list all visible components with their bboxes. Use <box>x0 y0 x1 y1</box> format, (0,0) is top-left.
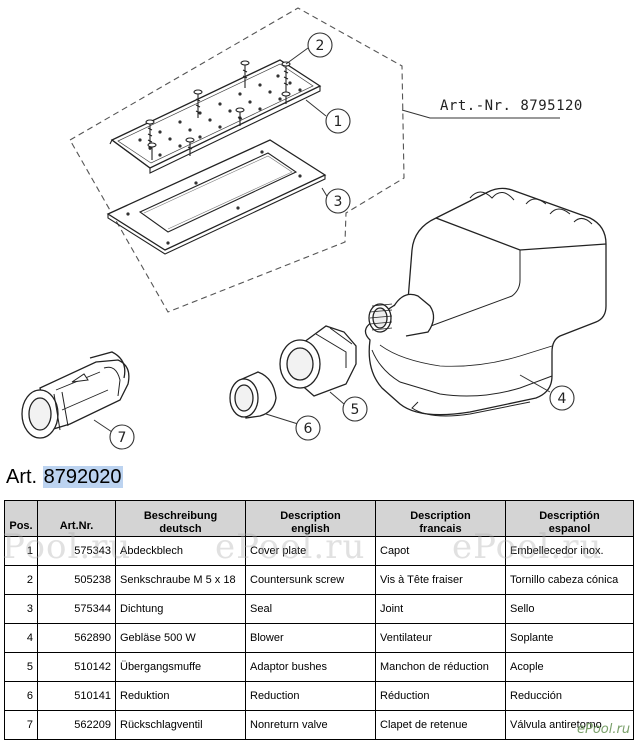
header-deutsch-line1: Beschreibung <box>143 510 218 522</box>
blower-unit <box>364 187 607 417</box>
callout-circle-7 <box>109 424 135 450</box>
header-espanol-line1: Descriptión <box>539 510 600 522</box>
nonreturn-valve <box>21 351 130 439</box>
exploded-parts-drawing: Art.-Nr. 8795120 2 1 <box>21 7 607 450</box>
table-row: 4 562890 Gebläse 500 W Blower Ventilateu… <box>4 623 634 653</box>
cell-francais: Manchon de réduction <box>375 652 506 682</box>
callout-6: 6 <box>304 421 313 437</box>
header-english-line2: english <box>291 523 330 535</box>
cell-espanol: Sello <box>505 594 634 624</box>
cell-english: Adaptor bushes <box>245 652 376 682</box>
callout-3: 3 <box>334 194 343 210</box>
cell-espanol: Soplante <box>505 623 634 653</box>
callout-7: 7 <box>118 430 127 446</box>
cell-artnr: 562209 <box>37 710 116 740</box>
header-francais-line1: Description <box>410 510 471 522</box>
table-row: 5 510142 Übergangsmuffe Adaptor bushes M… <box>4 652 634 682</box>
callout-circle-4 <box>549 385 575 411</box>
kit-boundary-dashed <box>69 7 405 313</box>
reduction-fitting <box>229 371 277 419</box>
cell-english: Seal <box>245 594 376 624</box>
cell-francais: Joint <box>375 594 506 624</box>
cell-deutsch: Rückschlagventil <box>115 710 246 740</box>
header-francais-line2: francais <box>419 523 462 535</box>
cell-english: Reduction <box>245 681 376 711</box>
callout-4: 4 <box>558 391 567 407</box>
adaptor-bush <box>279 325 357 397</box>
cell-francais: Réduction <box>375 681 506 711</box>
article-heading: Art. 8792020 <box>6 464 123 490</box>
art-ref-label: Art.-Nr. 8795120 <box>440 98 583 114</box>
cell-francais: Capot <box>375 536 506 566</box>
cell-deutsch: Reduktion <box>115 681 246 711</box>
callout-1: 1 <box>334 114 343 130</box>
table-row: 6 510141 Reduktion Reduction Réduction R… <box>4 681 634 711</box>
cell-artnr: 575344 <box>37 594 116 624</box>
header-english-line1: Description <box>280 510 341 522</box>
cell-artnr: 510141 <box>37 681 116 711</box>
callout-circle-2 <box>307 32 333 58</box>
cell-english: Nonreturn valve <box>245 710 376 740</box>
cell-english: Blower <box>245 623 376 653</box>
epool-logo: ePool.ru <box>577 722 631 737</box>
countersunk-screws <box>145 60 291 160</box>
cell-deutsch: Übergangsmuffe <box>115 652 246 682</box>
cell-pos: 2 <box>4 565 38 595</box>
header-espanol-line2: espanol <box>548 523 591 535</box>
callout-circle-1 <box>325 108 351 134</box>
cell-pos: 7 <box>4 710 38 740</box>
cell-deutsch: Gebläse 500 W <box>115 623 246 653</box>
cell-pos: 6 <box>4 681 38 711</box>
cell-english: Countersunk screw <box>245 565 376 595</box>
cell-pos: 1 <box>4 536 38 566</box>
cell-deutsch: Abdeckblech <box>115 536 246 566</box>
seal-gasket <box>106 139 327 255</box>
table-row: 3 575344 Dichtung Seal Joint Sello <box>4 594 634 624</box>
cell-espanol: Embellecedor inox. <box>505 536 634 566</box>
header-deutsch-line2: deutsch <box>159 523 202 535</box>
cell-espanol: Tornillo cabeza cónica <box>505 565 634 595</box>
header-artnr: Art.Nr. <box>37 500 116 537</box>
header-pos: Pos. <box>4 500 38 537</box>
cell-artnr: 505238 <box>37 565 116 595</box>
callout-circle-3 <box>325 188 351 214</box>
cell-espanol: Reducción <box>505 681 634 711</box>
callout-circle-5 <box>342 396 368 422</box>
cell-pos: 3 <box>4 594 38 624</box>
art-ref-leader <box>401 109 560 119</box>
cell-espanol: Acople <box>505 652 634 682</box>
cell-artnr: 575343 <box>37 536 116 566</box>
cell-deutsch: Dichtung <box>115 594 246 624</box>
cover-plate <box>109 59 322 174</box>
article-number[interactable]: 8792020 <box>42 466 123 488</box>
cell-pos: 4 <box>4 623 38 653</box>
cell-francais: Vis à Tête fraiser <box>375 565 506 595</box>
cell-francais: Ventilateur <box>375 623 506 653</box>
table-row: 1 575343 Abdeckblech Cover plate Capot E… <box>4 536 634 566</box>
article-prefix: Art. <box>6 466 43 488</box>
callout-circle-6 <box>295 415 321 441</box>
cell-artnr: 510142 <box>37 652 116 682</box>
table-row: 2 505238 Senkschraube M 5 x 18 Countersu… <box>4 565 634 595</box>
cell-pos: 5 <box>4 652 38 682</box>
cell-english: Cover plate <box>245 536 376 566</box>
table-row: 7 562209 Rückschlagventil Nonreturn valv… <box>4 710 634 740</box>
cell-francais: Clapet de retenue <box>375 710 506 740</box>
cell-espanol: Válvula antiretorno <box>505 710 634 740</box>
cell-artnr: 562890 <box>37 623 116 653</box>
callout-2: 2 <box>316 38 325 54</box>
cell-deutsch: Senkschraube M 5 x 18 <box>115 565 246 595</box>
callout-5: 5 <box>351 402 360 418</box>
